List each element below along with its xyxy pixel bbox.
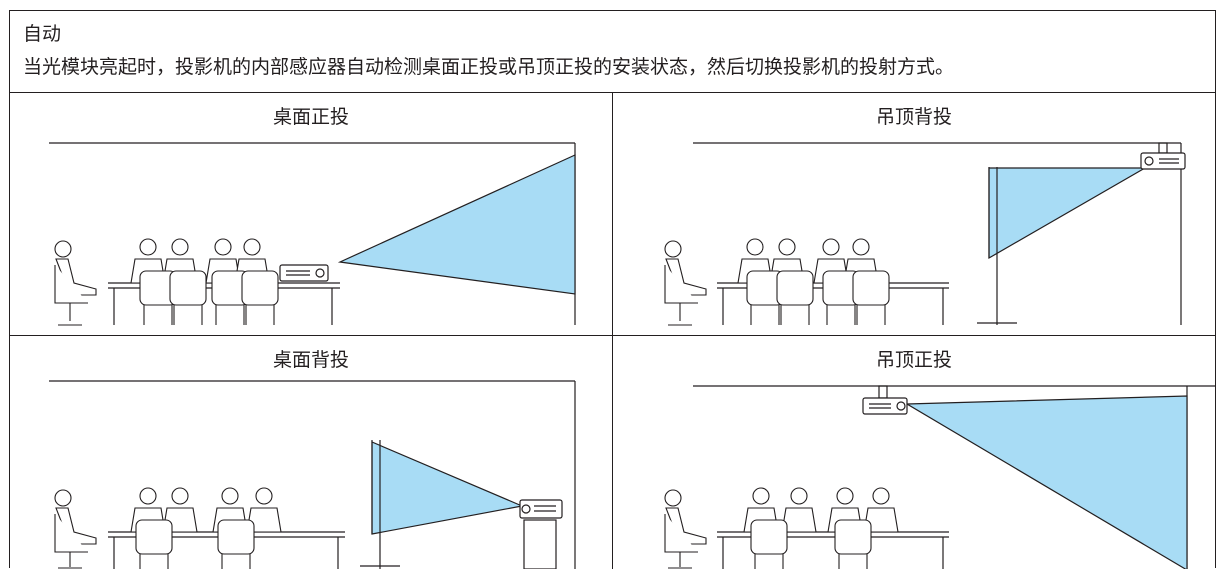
projector-lens (896, 401, 906, 411)
ceiling-mount (878, 385, 888, 399)
installation-mode-table: 自动 当光模块亮起时，投影机的内部感应器自动检测桌面正投或吊顶正投的安装状态，然… (9, 10, 1216, 569)
projector-lens (521, 504, 531, 514)
audience-group (664, 487, 899, 569)
projection-beam (337, 154, 576, 295)
mode-title: 自动 (23, 23, 62, 45)
person-head (139, 238, 157, 256)
panel-label: 吊顶背投 (875, 106, 952, 128)
chair-icon (54, 265, 88, 304)
projector-icon (279, 264, 329, 282)
person-head (243, 238, 261, 256)
panel-desk-front: 桌面正投 (10, 93, 613, 336)
panel-ceiling-rear: 吊顶背投 (613, 93, 1215, 336)
projection-beam (904, 395, 1188, 569)
ceiling-mount (1158, 142, 1168, 154)
desk-front-illustration (49, 142, 576, 326)
projector-icon (862, 397, 908, 415)
panel-ceiling-front: 吊顶正投 (613, 336, 1215, 569)
panel-label: 桌面正投 (272, 106, 349, 128)
person-head (171, 238, 189, 256)
person-head (54, 240, 72, 258)
audience-group (54, 238, 279, 326)
projection-beam (371, 441, 525, 535)
audience-group (54, 487, 282, 569)
projector-stand (523, 519, 557, 569)
projector-lens (315, 268, 325, 278)
ceiling-front-illustration (664, 385, 1215, 569)
projector-icon (1140, 152, 1186, 170)
ceiling-rear-illustration (664, 142, 1186, 326)
panel-label: 桌面背投 (272, 349, 349, 371)
projector-lens (1144, 156, 1154, 166)
projector-icon (519, 499, 563, 519)
panel-desk-rear: 桌面背投 (10, 336, 613, 569)
audience-group (664, 238, 890, 326)
mode-description: 当光模块亮起时，投影机的内部感应器自动检测桌面正投或吊顶正投的安装状态，然后切换… (23, 56, 955, 78)
table-header: 自动 当光模块亮起时，投影机的内部感应器自动检测桌面正投或吊顶正投的安装状态，然… (10, 11, 1215, 93)
projection-beam (988, 167, 1148, 260)
panel-label: 吊顶正投 (875, 349, 952, 371)
person-head (214, 238, 232, 256)
desk-rear-illustration (49, 380, 576, 569)
chair-icon (169, 270, 207, 306)
chair-icon (241, 270, 279, 306)
